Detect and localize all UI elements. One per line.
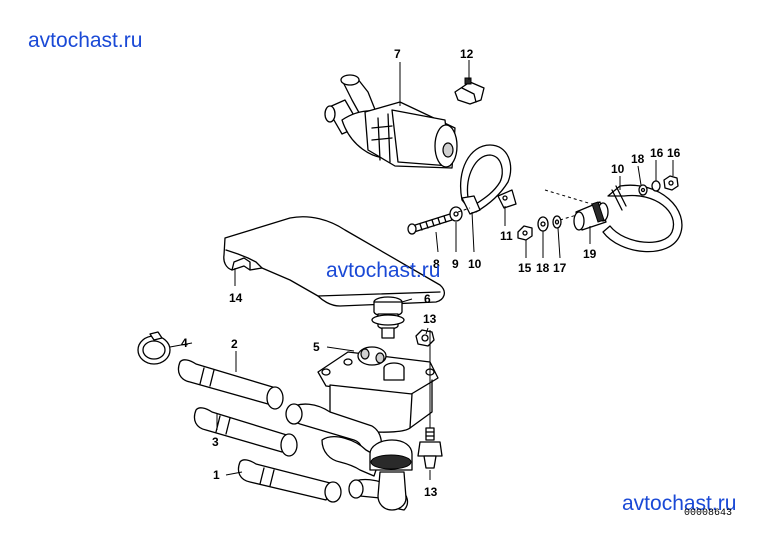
- callout-16-left: 15: [518, 261, 532, 275]
- part-hose-1: [237, 439, 413, 511]
- part-valve: [371, 296, 405, 339]
- part-cover: [223, 216, 446, 307]
- watermark-center: avtochast.ru: [326, 259, 441, 282]
- callout-1: 1: [213, 468, 220, 482]
- part-hose-clamp: [137, 331, 171, 365]
- callout-13: 13: [424, 485, 438, 499]
- part-bolt-washer: [407, 206, 471, 235]
- part-bolt-13: [417, 427, 443, 469]
- callout-17-left: 17: [553, 261, 567, 275]
- part-pump-clamp: [460, 144, 517, 215]
- callout-8: 8: [433, 257, 440, 271]
- callout-19: 19: [583, 247, 597, 261]
- part-nut-14: [415, 329, 435, 347]
- callout-2: 2: [231, 337, 238, 351]
- callout-18-right: 18: [631, 152, 645, 166]
- part-hose-3: [193, 407, 381, 477]
- callout-4: 4: [181, 336, 188, 350]
- callout-9: 9: [452, 257, 459, 271]
- watermark-top-left: avtochast.ru: [28, 29, 143, 52]
- part-water-pump: [324, 74, 458, 169]
- part-mount-assembly: [517, 175, 683, 253]
- callout-16-right: 16: [667, 146, 681, 160]
- callout-15: 14: [229, 291, 243, 305]
- callout-12: 12: [460, 47, 474, 61]
- callout-18-left: 18: [536, 261, 550, 275]
- callout-10-right: 10: [611, 162, 625, 176]
- leader-lines: [169, 60, 674, 480]
- callout-3: 3: [212, 435, 219, 449]
- callout-5: 5: [313, 340, 320, 354]
- callout-17-right: 16: [650, 146, 664, 160]
- callout-6: 6: [424, 292, 431, 306]
- callout-11: 11: [500, 229, 513, 243]
- drawing-number: 00008643: [684, 508, 733, 519]
- callout-7: 7: [394, 47, 401, 61]
- callout-numbers: 7 12 8 9 10 11 15 18 17 19 10 18 16 16 1…: [181, 47, 681, 499]
- part-clip-nut: [454, 77, 485, 105]
- callout-10-left: 10: [468, 257, 482, 271]
- callout-14: 13: [423, 312, 437, 326]
- watermark-bottom-right: avtochast.ru: [622, 492, 737, 515]
